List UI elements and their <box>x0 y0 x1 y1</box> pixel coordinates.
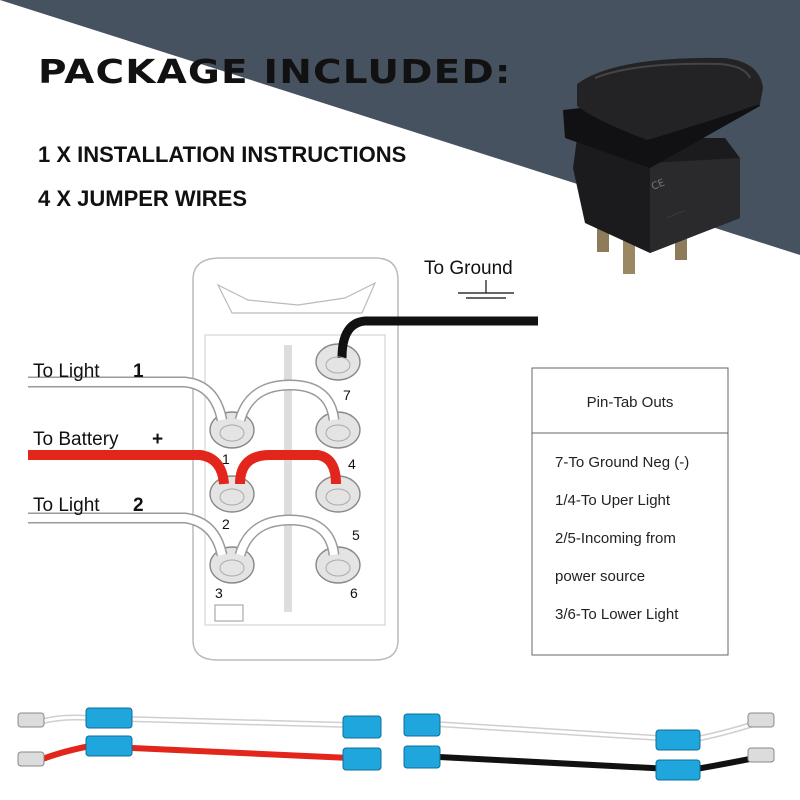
battery-wire <box>28 450 229 485</box>
package-item-jumper-wires: 4 X JUMPER WIRES <box>38 186 248 211</box>
switch-top-clip <box>216 281 377 314</box>
switch-rocker <box>577 57 763 140</box>
jumper-2-5 <box>235 450 341 485</box>
jumper-1-4-core <box>236 380 338 422</box>
switch-body-shade <box>650 158 740 253</box>
terminal-6-detail <box>325 559 351 577</box>
terminal-7-detail <box>325 356 351 374</box>
blue-connector <box>655 759 701 781</box>
ground-wire <box>337 316 538 359</box>
ground-icon <box>458 280 514 299</box>
light-1-wire-core <box>28 378 226 421</box>
terminal-7 <box>315 343 361 381</box>
blue-connector <box>342 715 382 739</box>
light-2-number: 2 <box>133 495 144 516</box>
blue-connector <box>342 747 382 771</box>
pinout-line-upper-light: 1/4-To Uper Light <box>555 492 671 509</box>
pinout-line-incoming: 2/5-Incoming from <box>555 530 676 547</box>
ground-label: To Ground <box>424 258 513 279</box>
pin-label-6: 6 <box>350 585 358 601</box>
pinout-box <box>531 367 729 656</box>
pin-label-3: 3 <box>215 585 223 601</box>
spade-terminal <box>747 712 775 728</box>
light-2-label: To Light <box>33 495 100 516</box>
jumper-wire-black <box>419 753 761 774</box>
jumper-wires-photo <box>17 707 775 781</box>
spade-terminal <box>17 712 45 728</box>
terminal-4-detail <box>325 424 351 442</box>
light-2-wire-core <box>28 514 226 556</box>
blue-connector <box>403 713 441 737</box>
pinout-line-ground: 7-To Ground Neg (-) <box>555 454 690 471</box>
jumper-3-6-core <box>236 515 338 557</box>
pinout-title: Pin-Tab Outs <box>586 394 674 411</box>
rocker-switch-photo: CE ........... <box>563 57 763 274</box>
spade-terminal <box>747 747 775 763</box>
package-item-instructions: 1 X INSTALLATION INSTRUCTIONS <box>38 142 407 167</box>
battery-label: To Battery <box>33 429 119 450</box>
blue-connector <box>403 745 441 769</box>
switch-ce-mark: CE <box>650 178 666 193</box>
terminal-1 <box>209 411 255 449</box>
pinout-line-lower-light: 3/6-To Lower Light <box>555 606 679 623</box>
terminal-3 <box>209 546 255 584</box>
pin-label-2: 2 <box>222 516 230 532</box>
blue-connector <box>85 707 133 729</box>
pinout-line-power-source: power source <box>555 568 646 585</box>
terminal-2 <box>209 475 255 513</box>
package-title: PACKAGE INCLUDED: <box>38 52 512 91</box>
pin-label-4: 4 <box>348 456 356 472</box>
pin-label-5: 5 <box>352 527 360 543</box>
light-1-label: To Light <box>33 361 100 382</box>
light-1-number: 1 <box>133 361 144 382</box>
switch-terminals <box>209 343 361 584</box>
switch-bottom-tab <box>214 604 244 622</box>
blue-connector <box>85 735 133 757</box>
pin-label-1: 1 <box>222 451 230 467</box>
blue-connector <box>655 729 701 751</box>
jumper-wire-white-right <box>419 719 761 744</box>
battery-plus-sign: + <box>152 429 163 450</box>
terminal-2-detail <box>219 488 245 506</box>
pin-label-7: 7 <box>343 387 351 403</box>
wiring-diagram: To Ground 1 2 3 4 5 <box>28 257 729 661</box>
terminal-3-detail <box>219 559 245 577</box>
switch-outline <box>192 257 399 661</box>
switch-rocker-highlight <box>594 62 751 79</box>
terminal-1-detail <box>219 424 245 442</box>
terminal-5-detail <box>325 488 351 506</box>
spade-terminal <box>17 751 45 767</box>
